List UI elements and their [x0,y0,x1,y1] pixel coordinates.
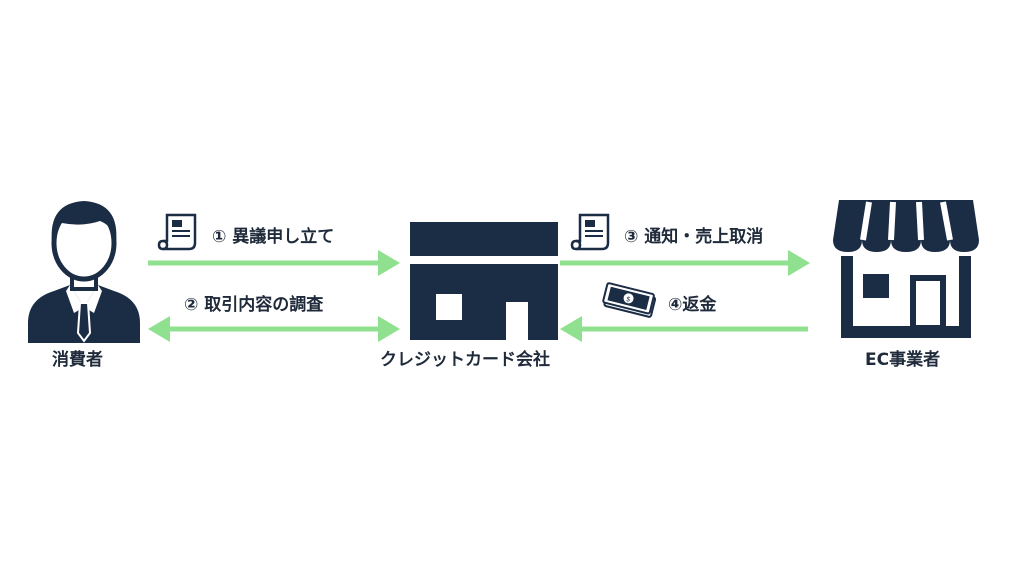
company-building-icon [410,222,558,340]
arrow-investigation [148,316,400,342]
consumer-label: 消費者 [52,350,103,370]
refund-label: ④返金 [668,295,717,315]
investigation-label: ② 取引内容の調査 [184,295,324,315]
document-icon [157,213,197,251]
svg-text:$: $ [625,295,631,304]
dispute-label: ① 異議申し立て [212,227,335,247]
money-icon: $ [602,282,657,318]
arrow-notify-cancel [560,250,810,276]
storefront-icon [833,200,979,338]
card-company-label: クレジットカード会社 [380,350,550,370]
arrow-dispute [148,250,400,276]
arrow-refund [560,316,808,342]
notify-cancel-label: ③ 通知・売上取消 [624,227,764,247]
ec-merchant-label: EC事業者 [865,350,941,370]
businessman-icon [28,201,140,343]
document-icon [570,213,610,251]
